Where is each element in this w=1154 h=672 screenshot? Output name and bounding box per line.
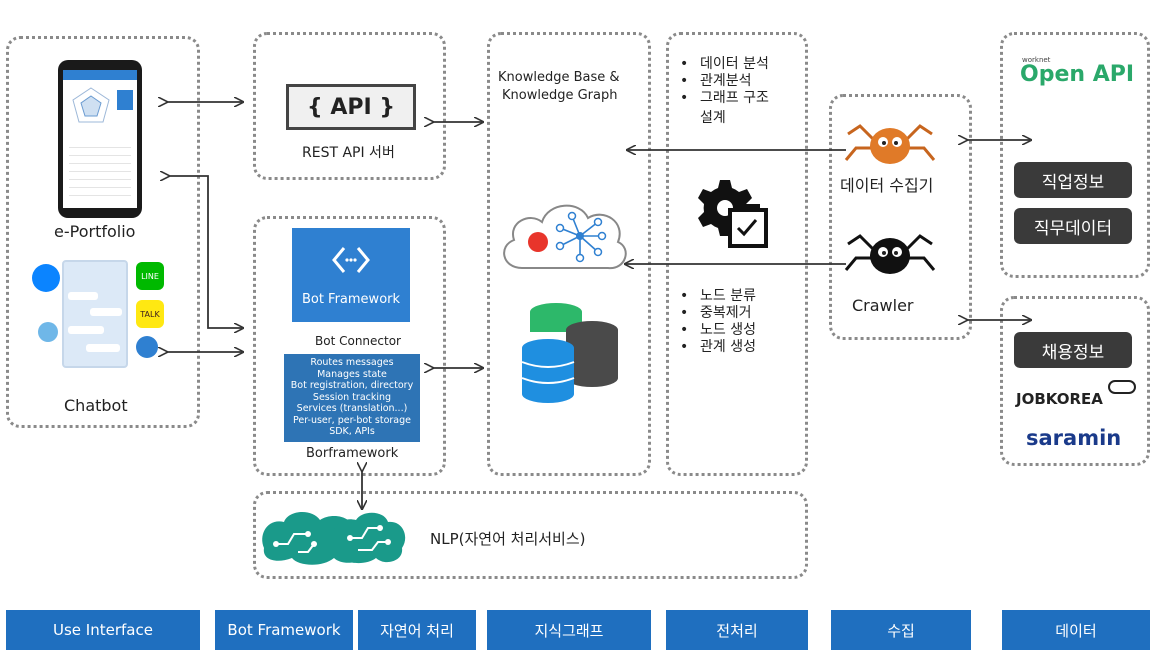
data-bottom-container (1000, 296, 1150, 466)
bot-avatar-icon (38, 322, 58, 342)
bot-framework-logo: Bot Framework (292, 228, 410, 322)
openapi-small-label: worknet (1022, 56, 1051, 64)
analysis-item-cont: 설계 (700, 110, 726, 126)
nlp-container (253, 491, 808, 579)
messenger-icon (32, 264, 60, 292)
label-nlp: 자연어 처리 (358, 610, 476, 650)
line-icon: LINE (136, 262, 164, 290)
bot-connector-label: Bot Connector (315, 334, 401, 348)
job-info-button[interactable]: 직업정보 (1014, 162, 1132, 198)
label-bot-framework: Bot Framework (215, 610, 353, 650)
analysis-item: 관계분석 (676, 73, 769, 90)
collector-label: 데이터 수집기 (840, 176, 934, 195)
process-item: 중복제거 (676, 305, 756, 322)
nlp-label: NLP(자연어 처리서비스) (430, 530, 586, 548)
rest-api-label: REST API 서버 (302, 145, 395, 161)
knowledge-title-1: Knowledge Base & (498, 70, 620, 85)
process-item: 노드 생성 (676, 322, 756, 339)
label-knowledge-graph: 지식그래프 (487, 610, 651, 650)
eportfolio-label: e-Portfolio (54, 222, 136, 241)
label-use-interface: Use Interface (6, 610, 200, 650)
jobkorea-ring-icon (1108, 380, 1136, 394)
service-item: SDK, APIs (329, 426, 375, 437)
saramin-logo: saramin (1026, 426, 1122, 450)
nlp-brain-icon (262, 511, 406, 565)
rest-api-container (253, 32, 446, 180)
analysis-item: 데이터 분석 (676, 56, 769, 73)
borframework-label: Borframework (306, 446, 399, 461)
service-item: Per-user, per-bot storage (293, 414, 411, 426)
service-item: Manages state (317, 368, 387, 380)
radar-chart-icon (72, 87, 110, 123)
label-preprocess: 전처리 (666, 610, 808, 650)
process-item: 노드 분류 (676, 288, 756, 305)
jobkorea-logo: JOBKOREA (1016, 390, 1103, 408)
gear-checklist-icon (698, 180, 768, 248)
service-item: Routes messages (310, 357, 394, 368)
profile-avatar (117, 90, 133, 110)
openapi-logo: Open API (1020, 62, 1135, 87)
bot-framework-container (253, 216, 446, 476)
eportfolio-screen (63, 70, 137, 208)
recruit-info-button[interactable]: 채용정보 (1014, 332, 1132, 368)
chatbot-label: Chatbot (64, 396, 128, 415)
collector-container (829, 94, 972, 340)
knowledge-graph-container (487, 32, 651, 476)
knowledge-title-2: Knowledge Graph (502, 88, 618, 103)
data-top-container (1000, 32, 1150, 278)
service-item: Session tracking (312, 391, 392, 403)
service-item: Services (translation...) (296, 403, 408, 414)
api-badge: { API } (286, 84, 416, 130)
crawler-label: Crawler (852, 296, 914, 315)
knowledge-graph-cloud-icon (503, 204, 627, 270)
service-item: Bot registration, directory (290, 380, 414, 391)
bot-framework-logo-text: Bot Framework (301, 292, 401, 307)
analysis-bullets: 데이터 분석 관계분석 그래프 구조 (676, 56, 769, 107)
label-data: 데이터 (1002, 610, 1150, 650)
code-bracket-icon (332, 247, 370, 273)
process-item: 관계 생성 (676, 339, 756, 356)
preprocess-container (666, 32, 808, 476)
label-collect: 수집 (831, 610, 971, 650)
user-icon (136, 336, 158, 358)
process-bullets: 노드 분류 중복제거 노드 생성 관계 생성 (676, 288, 756, 356)
database-stack-icon (521, 303, 618, 403)
eportfolio-phone (58, 60, 142, 218)
spider-orange-icon (844, 124, 936, 164)
bot-services-box: Routes messages Manages state Bot regist… (284, 354, 420, 442)
job-data-button[interactable]: 직무데이터 (1014, 208, 1132, 244)
spider-black-icon (844, 234, 936, 274)
analysis-item: 그래프 구조 (676, 90, 769, 107)
kakaotalk-icon: TALK (136, 300, 164, 328)
